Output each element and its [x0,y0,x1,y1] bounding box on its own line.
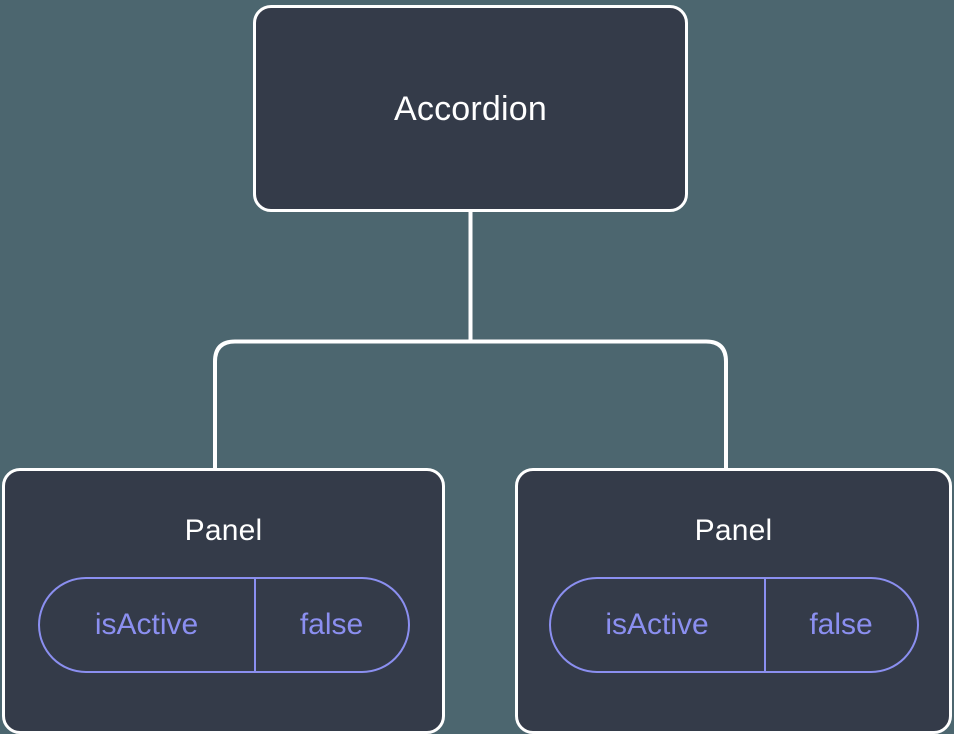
node-panel-2-title: Panel [694,514,773,547]
state-badge-panel-1[interactable]: isActive false [37,577,410,673]
state-divider-panel-1 [253,579,256,671]
node-accordion[interactable]: Accordion [253,5,688,212]
node-panel-1[interactable]: Panel isActive false [2,468,445,734]
node-panel-2[interactable]: Panel isActive false [515,468,952,734]
state-key-panel-1: isActive [94,608,199,641]
node-accordion-title: Accordion [394,89,547,128]
edge-branch-left [213,339,471,470]
state-divider-panel-2 [763,579,766,671]
state-key-panel-2: isActive [605,608,709,641]
edge-branch-right [470,339,728,470]
state-value-panel-2: false [809,608,873,641]
node-panel-1-title: Panel [184,514,263,547]
state-value-panel-1: false [299,608,364,641]
state-badge-panel-2[interactable]: isActive false [548,577,919,673]
